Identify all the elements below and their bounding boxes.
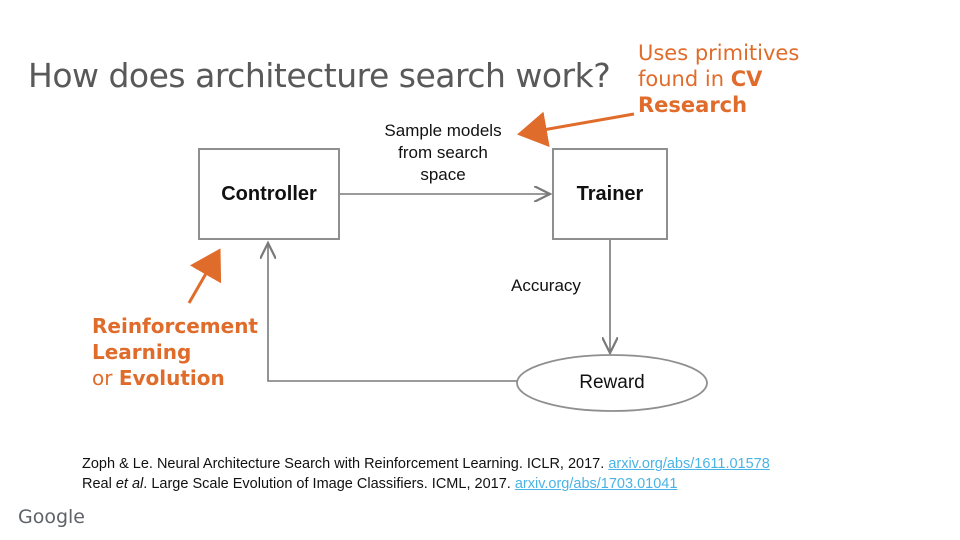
rl-evolution-callout-arrow (187, 248, 222, 304)
cv-research-callout-arrow (517, 111, 635, 148)
sample-label-line: space (420, 165, 466, 184)
slide-title: How does architecture search work? (28, 56, 611, 95)
accuracy-label: Accuracy (511, 276, 581, 295)
trainer-label: Trainer (576, 182, 644, 205)
reference-text: Zoph & Le. Neural Architecture Search wi… (82, 456, 609, 472)
callout-emphasis: Reinforcement (92, 314, 258, 338)
callout-emphasis: Research (638, 93, 748, 117)
reward-label: Reward (579, 372, 645, 393)
reference-link[interactable]: arxiv.org/abs/1611.01578 (608, 456, 770, 472)
references: Zoph & Le. Neural Architecture Search wi… (82, 454, 770, 494)
callout-line: Uses primitives (638, 41, 800, 65)
callout-line: or Evolution (92, 365, 258, 391)
callout-line: found in CV (638, 66, 799, 92)
reward-ellipse (516, 354, 708, 412)
reward-node: Reward (517, 355, 707, 411)
callout-emphasis: Learning (92, 340, 192, 364)
callout-text: found in (638, 67, 731, 91)
callout-emphasis: Evolution (118, 366, 225, 390)
reference-item: Zoph & Le. Neural Architecture Search wi… (82, 454, 770, 474)
reference-text: Real (82, 476, 116, 492)
controller-label: Controller (221, 182, 317, 205)
callout-text: or (92, 366, 119, 390)
cv-research-callout: Uses primitives found in CV Research (638, 40, 799, 118)
sample-label-line: Sample models (384, 121, 502, 140)
google-logo: Google (18, 506, 86, 528)
controller-box: Controller (198, 148, 340, 240)
reward-to-controller-arrow (268, 243, 517, 382)
callout-emphasis: CV (730, 67, 763, 91)
reference-text: . Large Scale Evolution of Image Classif… (143, 476, 515, 492)
reference-link[interactable]: arxiv.org/abs/1703.01041 (514, 476, 678, 492)
sample-models-label: Sample models from search space (368, 120, 518, 186)
reference-item: Real et al. Large Scale Evolution of Ima… (82, 474, 770, 494)
sample-label-line: from search (398, 143, 488, 162)
reference-italic: et al (115, 476, 144, 492)
rl-evolution-callout: Reinforcement Learning or Evolution (92, 313, 258, 391)
trainer-box: Trainer (552, 148, 668, 240)
